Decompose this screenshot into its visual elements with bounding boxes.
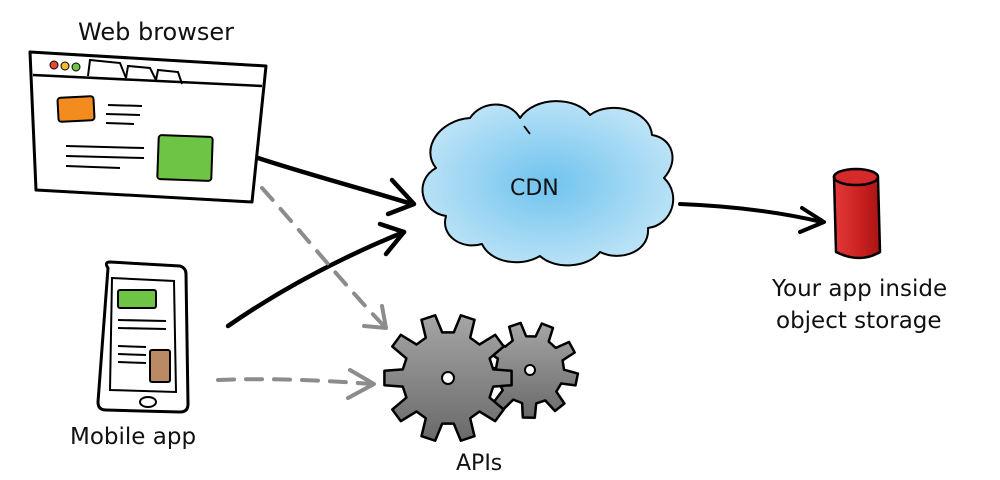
arrow-mobile-to-apis bbox=[216, 377, 374, 386]
cloud-icon bbox=[421, 100, 675, 267]
apis-group: APIs bbox=[383, 314, 580, 476]
mobile-app-group: Mobile app bbox=[70, 260, 196, 450]
apis-label: APIs bbox=[456, 451, 502, 476]
web-browser-label: Web browser bbox=[78, 18, 234, 46]
cdn-group: CDN bbox=[421, 100, 675, 267]
arrow-mobile-to-cdn bbox=[225, 229, 407, 329]
browser-orange-box bbox=[56, 95, 96, 123]
mobile-green-box bbox=[117, 289, 157, 309]
storage-label-line2: object storage bbox=[776, 308, 942, 334]
browser-green-box bbox=[156, 134, 214, 182]
storage-label-line1: Your app inside bbox=[771, 276, 947, 302]
gears-icon bbox=[383, 314, 580, 442]
mobile-device-icon bbox=[96, 260, 190, 414]
gear-small-hole bbox=[524, 364, 536, 376]
mobile-app-label: Mobile app bbox=[70, 424, 196, 450]
arrow-browser-to-apis bbox=[260, 186, 386, 328]
gear-large-hole bbox=[441, 371, 455, 385]
arrow-cdn-to-storage bbox=[678, 202, 824, 224]
mobile-brown-box bbox=[149, 349, 171, 383]
cdn-label: CDN bbox=[510, 176, 559, 201]
cylinder-storage-icon bbox=[832, 167, 882, 260]
arrow-browser-to-cdn bbox=[255, 155, 415, 207]
web-browser-group: Web browser bbox=[28, 18, 268, 204]
arrows bbox=[216, 155, 826, 400]
web-browser-window-icon bbox=[28, 50, 268, 204]
storage-group: Your app inside object storage bbox=[771, 167, 947, 334]
